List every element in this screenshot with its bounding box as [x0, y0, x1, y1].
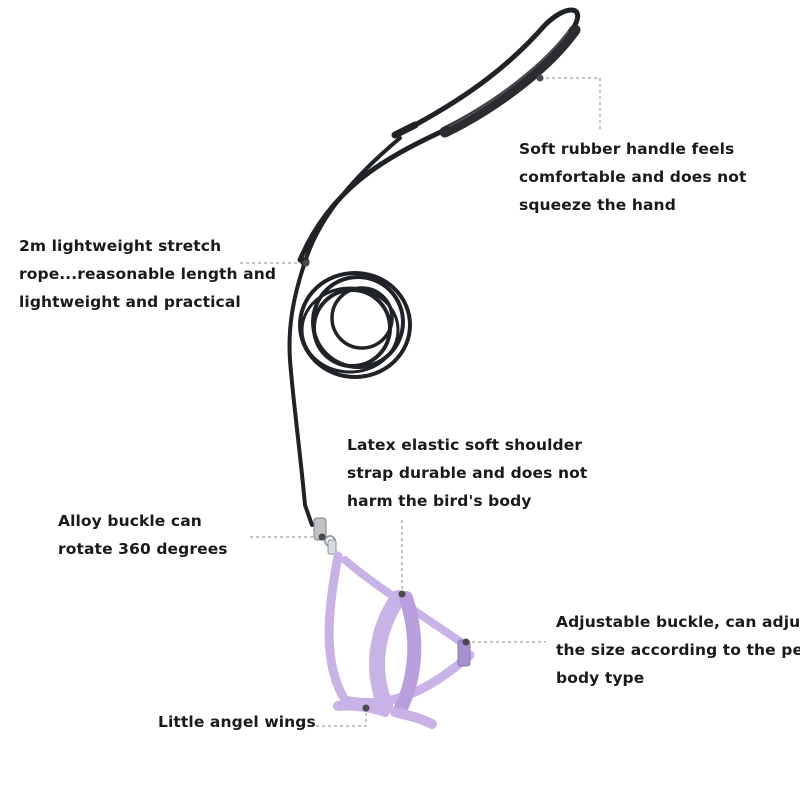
callout-rope-line-3: lightweight and practical [19, 293, 241, 311]
callout-handle-line-2: comfortable and does not [519, 168, 747, 186]
marker-dot-rope [302, 259, 310, 267]
callout-wings: Little angel wings [158, 708, 316, 736]
stretch-rope [287, 136, 412, 527]
callout-adjust-line-1: Adjustable buckle, can adjust [556, 613, 800, 631]
leader-lines [240, 77, 601, 727]
leader-line-handle [540, 77, 601, 130]
marker-dot-adjust [462, 638, 470, 646]
callout-strap-line-2: strap durable and does not [347, 464, 588, 482]
callout-adjust-line-3: body type [556, 669, 645, 687]
harness [324, 551, 475, 729]
callout-rope: 2m lightweight stretch rope...reasonable… [19, 232, 276, 316]
callout-strap: Latex elastic soft shoulder strap durabl… [347, 431, 587, 515]
callout-strap-line-1: Latex elastic soft shoulder [347, 436, 583, 454]
callout-alloy-line-2: rotate 360 degrees [58, 540, 228, 558]
callout-handle: Soft rubber handle feels comfortable and… [519, 135, 747, 219]
callout-handle-line-3: squeeze the hand [519, 196, 676, 214]
marker-dot-alloy [318, 533, 326, 541]
callout-strap-line-3: harm the bird's body [347, 492, 532, 510]
callout-alloy-line-1: Alloy buckle can [58, 512, 202, 530]
callout-handle-line-1: Soft rubber handle feels [519, 140, 735, 158]
leader-line-wings [316, 710, 367, 727]
callout-alloy: Alloy buckle can rotate 360 degrees [58, 507, 228, 563]
callout-rope-line-1: 2m lightweight stretch [19, 237, 222, 255]
callout-adjust-line-2: the size according to the pet's [556, 641, 800, 659]
callout-rope-line-2: rope...reasonable length and [19, 265, 277, 283]
rubber-handle [297, 7, 581, 263]
marker-dots [302, 74, 544, 712]
marker-dot-strap [398, 590, 406, 598]
callout-wings-line-1: Little angel wings [158, 713, 316, 731]
marker-dot-handle [536, 74, 544, 82]
alloy-buckle [313, 517, 337, 555]
marker-dot-wings [362, 704, 370, 712]
callout-adjust: Adjustable buckle, can adjust the size a… [556, 608, 800, 692]
